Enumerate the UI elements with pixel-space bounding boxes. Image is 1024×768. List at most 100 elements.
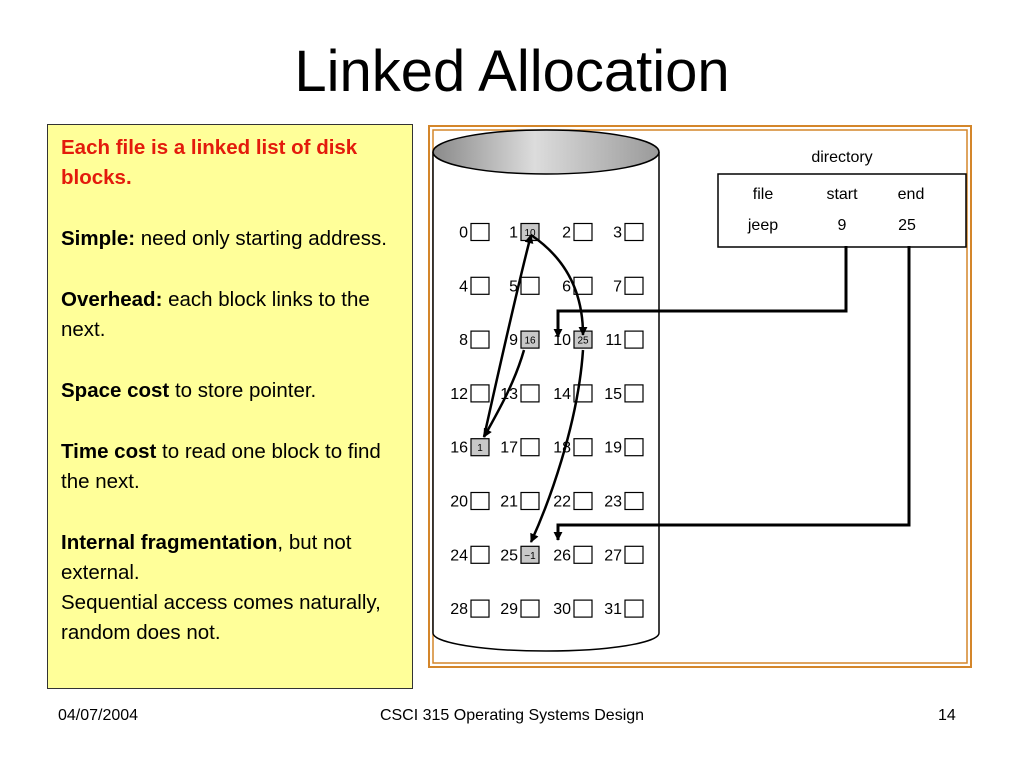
block-number: 10	[553, 332, 571, 349]
block-box	[520, 276, 540, 295]
block-box	[470, 330, 490, 349]
block-number: 25	[500, 547, 518, 564]
fragmentation-text: , but not external.	[61, 531, 352, 584]
chain-arrow-16-to-1	[482, 234, 534, 438]
directory-cell-end: 25	[898, 217, 916, 234]
block-box	[573, 599, 593, 618]
disk-block: 12	[450, 384, 490, 403]
block-number: 7	[613, 278, 622, 295]
disk-block: 17	[500, 438, 540, 457]
time-cost-point: Time cost to read one block to find the …	[61, 437, 402, 497]
simple-term: Simple:	[61, 227, 136, 250]
disk-block: 8	[459, 330, 490, 349]
block-number: 3	[613, 225, 622, 242]
disk-block: 27	[604, 545, 644, 564]
start-pointer-arrow	[553, 246, 848, 338]
simple-point: Simple: need only starting address.	[61, 224, 402, 254]
block-pointer-value: −1	[524, 551, 536, 562]
block-box	[470, 491, 490, 511]
block-number: 14	[553, 386, 571, 403]
disk-block: 21	[500, 491, 540, 511]
block-number: 1	[509, 225, 518, 242]
block-number: 19	[604, 440, 622, 457]
block-box	[520, 599, 540, 618]
disk-block: 29	[500, 599, 540, 618]
space-cost-text: to store pointer.	[169, 379, 317, 402]
block-number: 26	[553, 547, 571, 564]
block-pointer-value: 25	[577, 336, 589, 347]
directory-header-start: start	[826, 186, 858, 203]
disk-block: 11	[605, 330, 644, 349]
block-box	[573, 222, 593, 242]
block-number: 5	[509, 278, 518, 295]
footer-course: CSCI 315 Operating Systems Design	[379, 707, 645, 724]
block-box	[520, 545, 540, 564]
block-number: 21	[500, 494, 518, 511]
block-box	[520, 438, 540, 457]
block-number: 15	[604, 386, 622, 403]
fragmentation-point: Internal fragmentation, but not external…	[61, 528, 402, 588]
disk-block: 28	[450, 599, 490, 618]
block-box	[573, 491, 593, 511]
block-box	[624, 599, 644, 618]
directory-header-end: end	[898, 186, 925, 203]
chain-arrow-9-to-16	[482, 349, 526, 438]
directory-header-file: file	[753, 186, 774, 203]
block-number: 29	[500, 601, 518, 618]
block-box	[573, 438, 593, 457]
block-number: 20	[450, 494, 468, 511]
overhead-term: Overhead:	[61, 288, 163, 311]
slide-title: Linked Allocation	[294, 39, 730, 104]
block-box	[520, 330, 540, 349]
block-box	[520, 384, 540, 403]
footer-date: 04/07/2004	[58, 707, 139, 724]
directory-label: directory	[811, 149, 872, 166]
disk-block: 22	[553, 491, 593, 511]
block-number: 31	[604, 601, 622, 618]
directory-cell-file: jeep	[747, 217, 778, 234]
block-box	[624, 545, 644, 564]
notes-textbox: Each file is a linked list of disk block…	[47, 124, 413, 689]
block-box	[573, 545, 593, 564]
block-number: 24	[450, 547, 468, 564]
overhead-point: Overhead: each block links to the next.	[61, 285, 402, 345]
disk-block: 5	[509, 276, 540, 295]
block-box	[624, 330, 644, 349]
space-cost-point: Space cost to store pointer.	[61, 376, 402, 406]
block-box	[520, 491, 540, 511]
block-box	[624, 438, 644, 457]
disk-block: 20	[450, 491, 490, 511]
time-cost-term: Time cost	[61, 440, 157, 463]
block-number: 9	[509, 332, 518, 349]
disk-cylinder-top	[432, 129, 660, 175]
disk-block: 7	[613, 276, 644, 295]
block-number: 17	[500, 440, 518, 457]
block-number: 16	[450, 440, 468, 457]
disk-block: 13	[500, 384, 540, 403]
disk-block: 24	[450, 545, 490, 564]
disk-block: 0	[459, 222, 490, 242]
end-pointer-arrow	[553, 246, 911, 541]
block-number: 2	[562, 225, 571, 242]
time-cost-text: to read one block to find the next.	[61, 440, 381, 493]
block-box	[470, 276, 490, 295]
sequential-point: Sequential access comes naturally, rando…	[61, 591, 381, 644]
block-number: 0	[459, 225, 468, 242]
block-box	[624, 384, 644, 403]
block-number: 30	[553, 601, 571, 618]
chain-arrow-10-to-25	[529, 349, 585, 543]
block-number: 28	[450, 601, 468, 618]
block-number: 12	[450, 386, 468, 403]
intro-text: Each file is a linked list of disk block…	[61, 136, 358, 189]
block-box	[470, 599, 490, 618]
block-number: 22	[553, 494, 571, 511]
disk-block: 31	[604, 599, 644, 618]
block-box	[470, 222, 490, 242]
space-cost-term: Space cost	[61, 379, 170, 402]
disk-block: 19	[604, 438, 644, 457]
disk-block: 26	[553, 545, 593, 564]
